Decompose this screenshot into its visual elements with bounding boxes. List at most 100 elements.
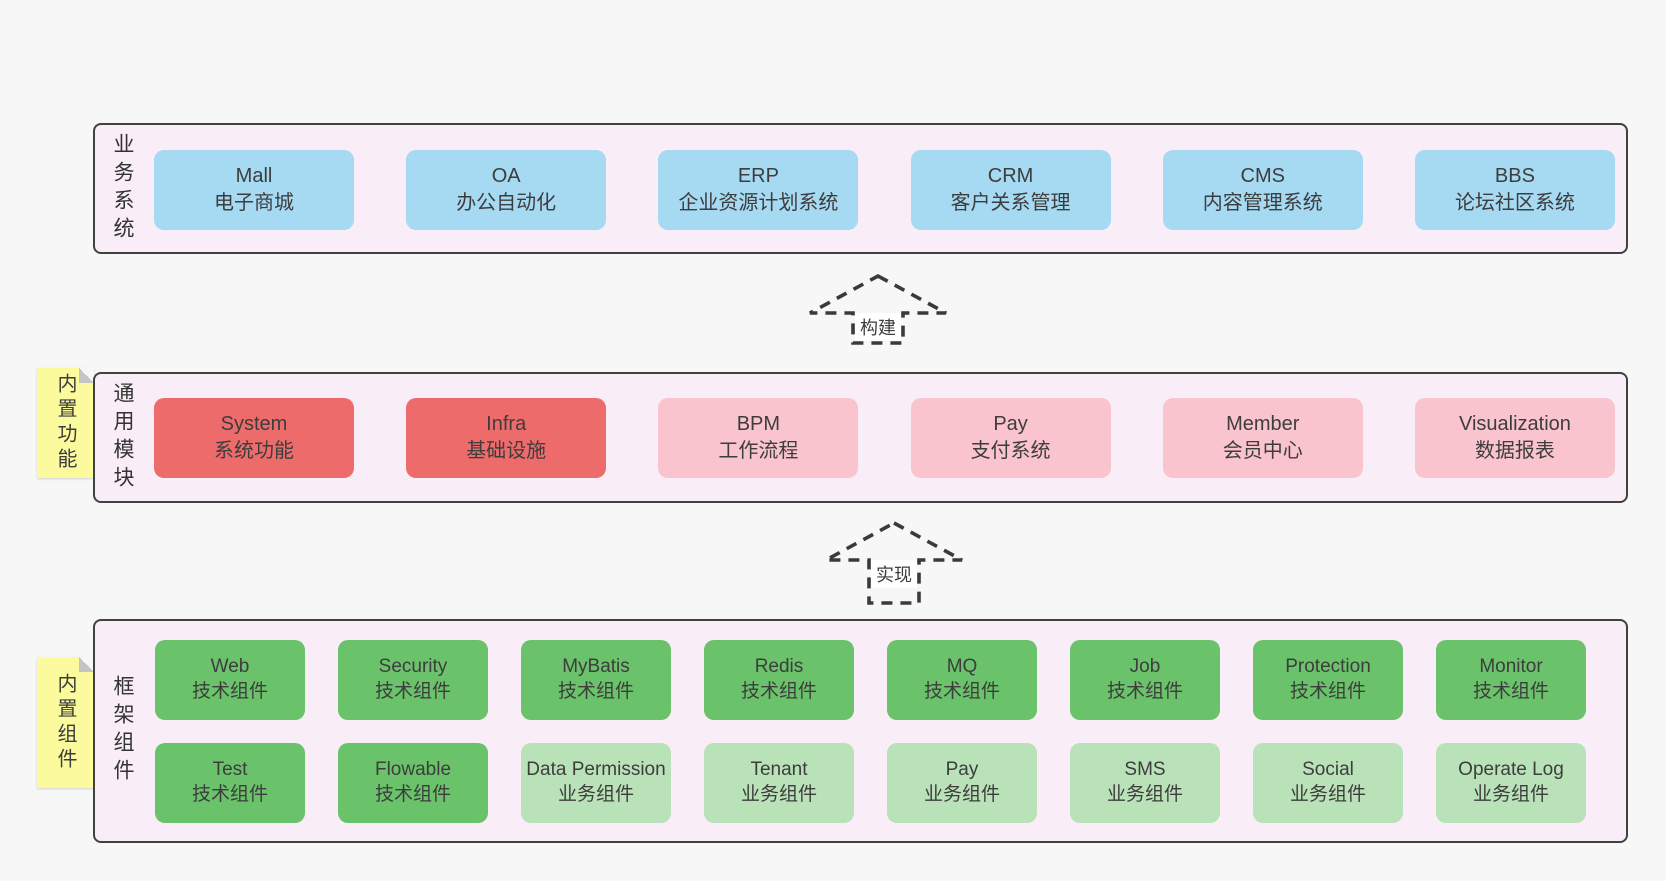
box-title: MQ xyxy=(946,656,978,678)
box-sms: SMS 业务组件 xyxy=(1070,743,1220,823)
box-title: Web xyxy=(210,656,250,678)
box-title: Redis xyxy=(754,656,804,678)
folded-corner-icon xyxy=(79,368,94,383)
box-title: Pay xyxy=(993,412,1028,435)
box-bpm: BPM 工作流程 xyxy=(658,398,859,478)
box-subtitle: 技术组件 xyxy=(740,681,817,702)
box-title: Social xyxy=(1302,759,1354,781)
box-erp: ERP 企业资源计划系统 xyxy=(658,150,859,230)
box-redis: Redis 技术组件 xyxy=(704,640,854,720)
box-mall: Mall 电子商城 xyxy=(154,150,354,230)
box-subtitle: 数据报表 xyxy=(1474,440,1555,462)
box-subtitle: 技术组件 xyxy=(923,681,1000,702)
box-subtitle: 业务组件 xyxy=(923,784,1000,805)
box-title: Visualization xyxy=(1458,412,1571,435)
box-title: Infra xyxy=(486,412,527,435)
sticky-note-text: 内置组件 xyxy=(54,672,76,773)
box-title: System xyxy=(220,412,288,435)
up-arrow-icon xyxy=(825,520,963,605)
box-title: CRM xyxy=(987,164,1034,187)
box-subtitle: 技术组件 xyxy=(1106,681,1183,702)
box-bbs: BBS 论坛社区系统 xyxy=(1414,150,1615,230)
common-modules-row: System 系统功能 Infra 基础设施 BPM 工作流程 Pay 支付系统… xyxy=(154,398,1615,478)
box-subtitle: 内容管理系统 xyxy=(1202,192,1323,214)
box-title: Job xyxy=(1129,656,1161,678)
box-cms: CMS 内容管理系统 xyxy=(1162,150,1363,230)
box-subtitle: 技术组件 xyxy=(374,784,451,805)
box-infra: Infra 基础设施 xyxy=(406,398,607,478)
box-title: BBS xyxy=(1494,164,1535,187)
up-arrow-icon xyxy=(809,273,947,345)
box-mq: MQ 技术组件 xyxy=(887,640,1037,720)
box-system: System 系统功能 xyxy=(154,398,354,478)
box-subtitle: 业务组件 xyxy=(1106,784,1183,805)
box-social: Social 业务组件 xyxy=(1253,743,1403,823)
box-title: Test xyxy=(212,759,248,781)
box-subtitle: 办公自动化 xyxy=(456,192,557,214)
sticky-note-text: 内置功能 xyxy=(54,373,76,473)
sticky-note-built-in-features: 内置功能 xyxy=(37,368,94,478)
panel-business-systems: 业务系统 Mall 电子商城 OA 办公自动化 ERP 企业资源计划系统 CRM… xyxy=(93,123,1628,254)
box-test: Test 技术组件 xyxy=(155,743,305,823)
box-pay-system: Pay 支付系统 xyxy=(910,398,1111,478)
box-crm: CRM 客户关系管理 xyxy=(910,150,1111,230)
box-subtitle: 业务组件 xyxy=(1472,784,1549,805)
box-subtitle: 技术组件 xyxy=(1289,681,1366,702)
business-systems-row: Mall 电子商城 OA 办公自动化 ERP 企业资源计划系统 CRM 客户关系… xyxy=(154,150,1615,230)
box-title: Mall xyxy=(235,164,273,187)
box-title: ERP xyxy=(737,164,779,187)
box-title: SMS xyxy=(1124,759,1166,781)
box-subtitle: 企业资源计划系统 xyxy=(678,192,839,214)
box-protection: Protection 技术组件 xyxy=(1253,640,1403,720)
arrow-implement-label: 实现 xyxy=(871,560,917,588)
box-subtitle: 技术组件 xyxy=(557,681,634,702)
box-member: Member 会员中心 xyxy=(1162,398,1363,478)
box-title: OA xyxy=(491,164,521,187)
box-pay-component: Pay 业务组件 xyxy=(887,743,1037,823)
panel-common-modules: 通用模块 System 系统功能 Infra 基础设施 BPM 工作流程 Pay… xyxy=(93,372,1628,503)
box-monitor: Monitor 技术组件 xyxy=(1436,640,1586,720)
box-title: MyBatis xyxy=(562,656,630,678)
box-title: Member xyxy=(1226,412,1300,435)
box-subtitle: 技术组件 xyxy=(191,784,268,805)
framework-components-row-2: Test 技术组件 Flowable 技术组件 Data Permission … xyxy=(155,743,1586,823)
box-subtitle: 客户关系管理 xyxy=(950,192,1071,214)
box-subtitle: 会员中心 xyxy=(1222,440,1303,462)
box-security: Security 技术组件 xyxy=(338,640,488,720)
box-subtitle: 基础设施 xyxy=(466,440,547,462)
box-subtitle: 系统功能 xyxy=(214,440,294,462)
framework-components-row-1: Web 技术组件 Security 技术组件 MyBatis 技术组件 Redi… xyxy=(155,640,1586,720)
box-subtitle: 工作流程 xyxy=(718,440,799,462)
arrow-implement: 实现 xyxy=(824,520,964,606)
sticky-note-built-in-components: 内置组件 xyxy=(37,657,94,788)
box-subtitle: 技术组件 xyxy=(374,681,451,702)
box-flowable: Flowable 技术组件 xyxy=(338,743,488,823)
arrow-build: 构建 xyxy=(808,273,948,346)
box-job: Job 技术组件 xyxy=(1070,640,1220,720)
box-subtitle: 业务组件 xyxy=(740,784,817,805)
panel-common-modules-label: 通用模块 xyxy=(111,381,134,494)
box-title: Security xyxy=(378,656,448,678)
box-subtitle: 支付系统 xyxy=(970,440,1051,462)
box-mybatis: MyBatis 技术组件 xyxy=(521,640,671,720)
box-title: Operate Log xyxy=(1458,759,1564,781)
box-subtitle: 业务组件 xyxy=(1289,784,1366,805)
panel-business-systems-label: 业务系统 xyxy=(111,132,134,245)
box-title: BPM xyxy=(736,412,781,435)
box-title: Protection xyxy=(1285,656,1371,678)
arrow-build-label: 构建 xyxy=(855,313,901,341)
box-data-permission: Data Permission 业务组件 xyxy=(521,743,671,823)
box-title: Tenant xyxy=(750,759,808,781)
box-title: Flowable xyxy=(374,759,452,781)
box-subtitle: 电子商城 xyxy=(214,192,294,214)
box-visualization: Visualization 数据报表 xyxy=(1414,398,1615,478)
box-tenant: Tenant 业务组件 xyxy=(704,743,854,823)
box-title: CMS xyxy=(1240,164,1285,187)
box-subtitle: 论坛社区系统 xyxy=(1454,192,1575,214)
panel-framework-components-label: 框架组件 xyxy=(111,675,134,787)
box-title: Monitor xyxy=(1479,656,1543,678)
box-subtitle: 业务组件 xyxy=(557,784,634,805)
box-operate-log: Operate Log 业务组件 xyxy=(1436,743,1586,823)
box-oa: OA 办公自动化 xyxy=(406,150,607,230)
